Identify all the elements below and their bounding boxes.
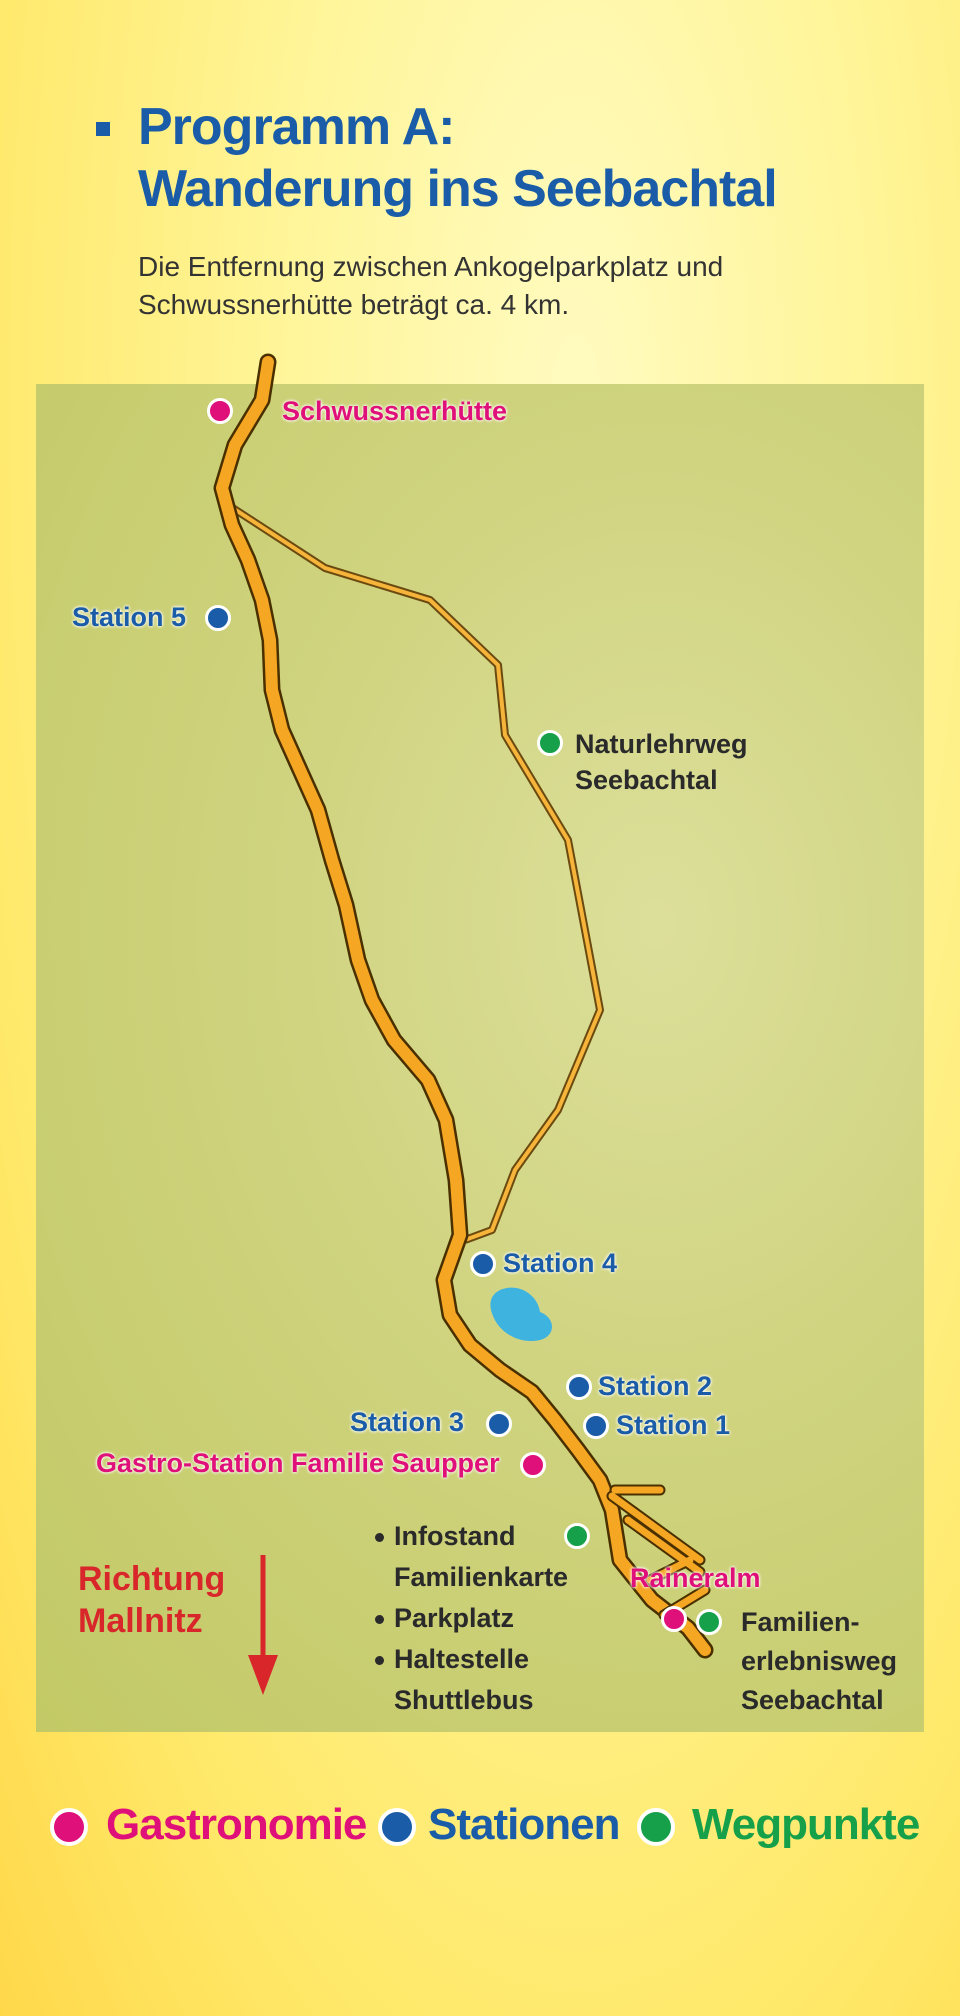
info-item-infostand: Infostand: [375, 1516, 568, 1557]
info-item-parkplatz: Parkplatz: [375, 1598, 568, 1639]
label-schwussnerhuette: Schwussnerhütte: [282, 396, 508, 426]
info-item-familienkarte: Familienkarte: [394, 1562, 569, 1592]
marker-station-1: [583, 1413, 609, 1439]
label-direction-mallnitz: Richtung Mallnitz: [78, 1558, 225, 1642]
marker-station-4: [470, 1251, 496, 1277]
map-legend: Gastronomie Stationen Wegpunkte: [0, 1790, 960, 1860]
title-bullet: [96, 122, 110, 136]
marker-raineralm: [661, 1606, 687, 1632]
label-naturlehrweg-line1: Naturlehrweg: [575, 729, 748, 759]
legend-stationen: Stationen: [428, 1800, 620, 1849]
info-list: Infostand Familienkarte Parkplatz Haltes…: [375, 1516, 568, 1721]
label-raineralm: Raineralm: [630, 1563, 761, 1593]
marker-naturlehrweg: [537, 730, 563, 756]
label-naturlehrweg-line2: Seebachtal: [575, 765, 718, 795]
label-familien-line2: erlebnisweg: [741, 1646, 898, 1676]
map-area: [36, 384, 924, 1732]
marker-schwussnerhuette: [207, 398, 233, 424]
legend-dot-gastronomie: [50, 1808, 88, 1846]
legend-gastronomie: Gastronomie: [106, 1800, 367, 1849]
marker-infostand: [564, 1523, 590, 1549]
label-familien-line1: Familien-: [741, 1607, 860, 1637]
direction-line2: Mallnitz: [78, 1602, 203, 1640]
lake: [490, 1287, 552, 1342]
label-naturlehrweg: Naturlehrweg Seebachtal: [575, 726, 748, 798]
marker-gastro-saupper: [520, 1452, 546, 1478]
label-station-2: Station 2: [598, 1371, 713, 1401]
legend-wegpunkte: Wegpunkte: [692, 1800, 920, 1849]
marker-station-2: [566, 1374, 592, 1400]
direction-arrow-head: [248, 1655, 278, 1695]
marker-familienerlebnisweg: [696, 1609, 722, 1635]
title-line-1: Programm A:: [138, 98, 455, 156]
label-station-3: Station 3: [350, 1407, 465, 1437]
label-station-1: Station 1: [616, 1410, 731, 1440]
direction-line1: Richtung: [78, 1560, 226, 1598]
label-station-4: Station 4: [503, 1248, 618, 1278]
marker-station-5: [205, 605, 231, 631]
title-line-2: Wanderung ins Seebachtal: [138, 160, 778, 218]
info-item-haltestelle: Haltestelle: [375, 1639, 568, 1680]
page-subtitle: Die Entfernung zwischen Ankogelparkplatz…: [138, 251, 724, 320]
label-gastro-saupper: Gastro-Station Familie Saupper: [96, 1448, 500, 1478]
label-familienerlebnisweg: Familien- erlebnisweg Seebachtal: [741, 1603, 897, 1720]
page-title: Programm A: Wanderung ins Seebachtal: [138, 96, 778, 220]
legend-dot-wegpunkte: [637, 1808, 675, 1846]
info-item-shuttlebus: Shuttlebus: [394, 1685, 534, 1715]
legend-dot-stationen: [378, 1808, 416, 1846]
label-station-5: Station 5: [72, 602, 187, 632]
label-familien-line3: Seebachtal: [741, 1685, 884, 1715]
marker-station-3: [486, 1411, 512, 1437]
